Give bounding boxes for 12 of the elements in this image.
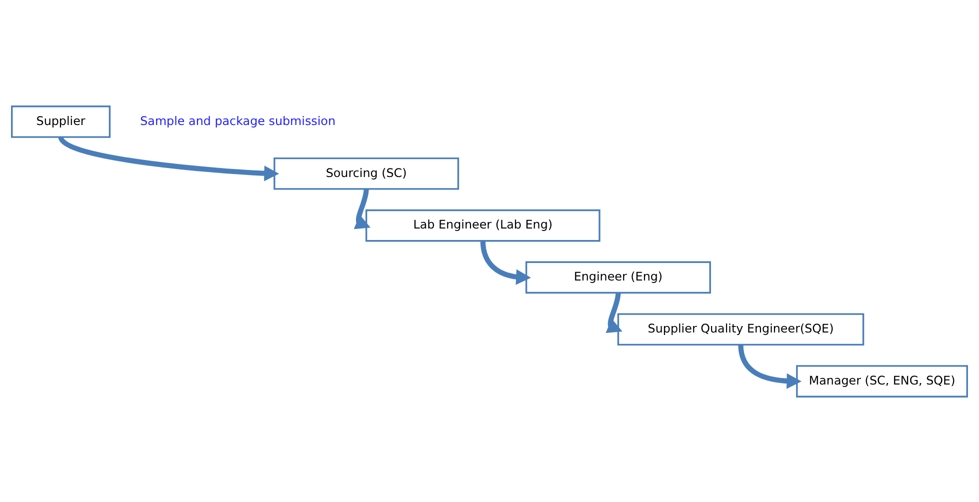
node-box: Engineer (Eng) [525,260,711,294]
node-box: Sourcing (SC) [274,156,460,190]
node-box: Lab Engineer (Lab Eng) [365,208,600,242]
arrow [606,292,622,332]
arrow [58,135,280,181]
arrow [738,344,802,388]
arrow [480,240,531,284]
node-box: Supplier [11,105,111,138]
node-box: Manager (SC, ENG, SQE) [796,364,968,397]
arrow [354,188,371,229]
node-label: Sample and package submission [140,113,336,128]
node-box: Supplier Quality Engineer(SQE) [617,312,864,346]
